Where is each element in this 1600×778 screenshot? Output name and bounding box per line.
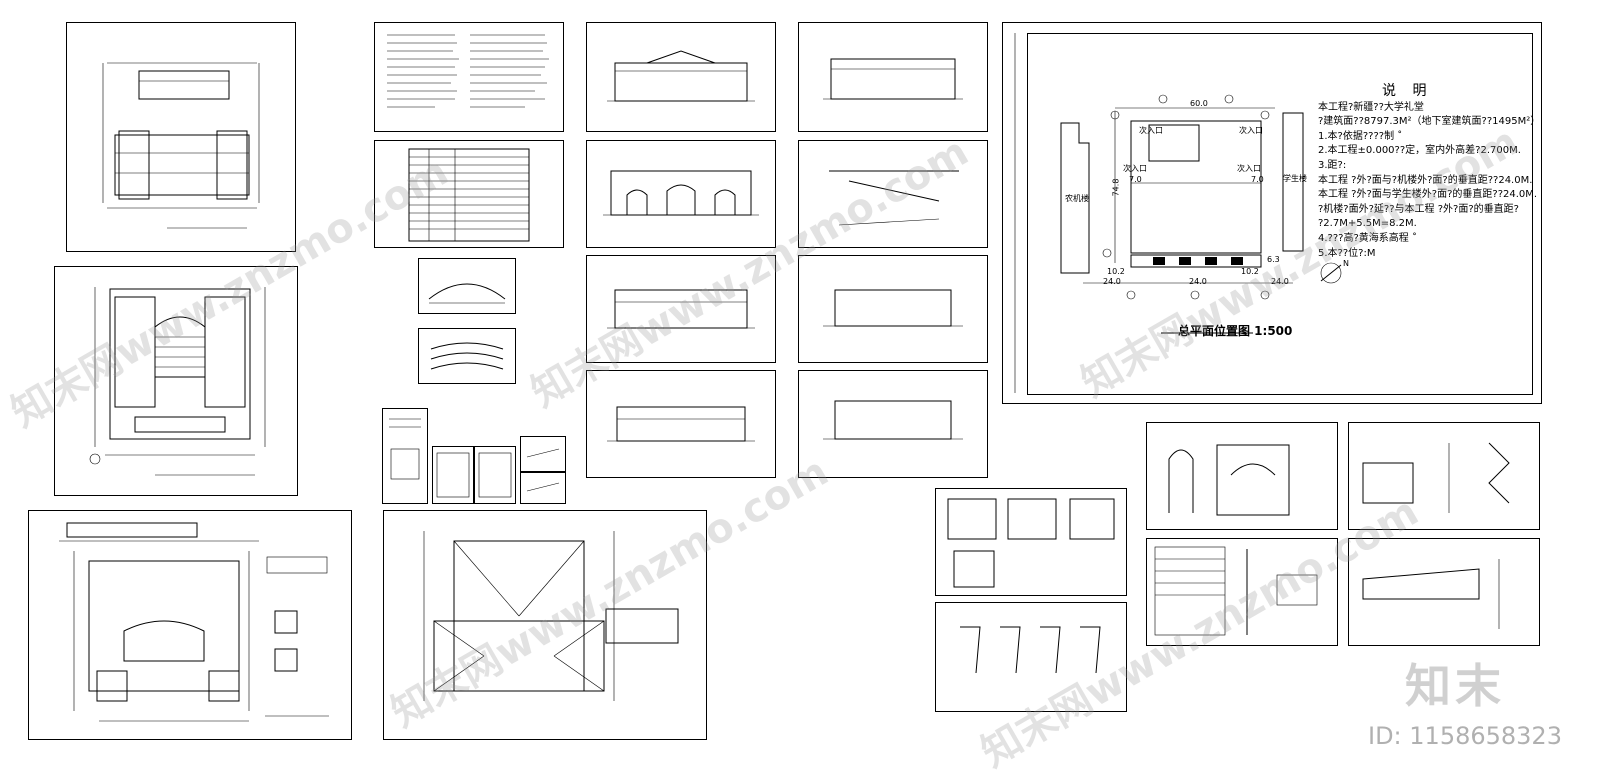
notes-line: 3.距?: bbox=[1318, 159, 1347, 171]
small-1-graphic bbox=[389, 418, 421, 480]
drawing-sheet-section-2[interactable] bbox=[798, 140, 988, 248]
roof-plan-graphic bbox=[423, 531, 679, 701]
drawing-sheet-schedule-table[interactable] bbox=[374, 140, 564, 248]
small-5-graphic bbox=[526, 482, 560, 492]
notes-line: 2.本工程±0.000??定，室内外高差?2.700M. bbox=[1318, 145, 1521, 157]
building-label-right: 学生楼 bbox=[1283, 174, 1307, 183]
drawing-sheet-design-notes[interactable] bbox=[374, 22, 564, 132]
detail-wall-graphic bbox=[1362, 442, 1510, 513]
dim-side-c: 7.0 bbox=[1251, 175, 1264, 184]
section-1-graphic bbox=[823, 58, 963, 100]
notes-line: 5.本??位?:M bbox=[1318, 247, 1376, 259]
asset-id: ID: 1158658323 bbox=[1368, 722, 1562, 750]
elevation-3-graphic bbox=[607, 289, 755, 329]
north-label: N bbox=[1343, 259, 1349, 268]
small-2-graphic bbox=[436, 452, 470, 498]
detail-windows-graphic bbox=[1168, 444, 1290, 516]
floor-plan-1-graphic bbox=[102, 62, 260, 229]
design-notes-panel: 说 明 本工程?新疆??大学礼堂 ?建筑面??8797.3M²（地下室建筑面??… bbox=[1318, 84, 1558, 261]
notes-line: 1.本?依据????制 ˚ bbox=[1318, 130, 1403, 142]
drawing-sheet-detail-b[interactable] bbox=[418, 328, 516, 384]
dim-small-a: 10.2 bbox=[1107, 267, 1125, 276]
drawing-sheet-elevation-4[interactable] bbox=[586, 370, 776, 478]
drawing-sheet-small-2[interactable] bbox=[432, 446, 474, 504]
site-plan-graphic bbox=[1014, 33, 1342, 393]
drawing-sheet-section-4[interactable] bbox=[798, 370, 988, 478]
design-notes-graphic bbox=[387, 34, 549, 108]
section-4-graphic bbox=[823, 400, 963, 440]
notes-line: 本工程 ?外?面与?机楼外?面?的垂直距??24.0M. bbox=[1318, 174, 1533, 186]
dim-bottom-right: 24.0 bbox=[1271, 277, 1289, 286]
detail-a-graphic bbox=[428, 283, 506, 304]
theater-plan-graphic bbox=[89, 287, 266, 476]
drawing-sheet-detail-windows[interactable] bbox=[1146, 422, 1338, 530]
drawing-sheet-small-1[interactable] bbox=[382, 408, 428, 504]
section-3-graphic bbox=[823, 289, 963, 327]
entrance-label-2: 次入口 bbox=[1239, 126, 1263, 135]
drawing-sheet-detail-toilets[interactable] bbox=[935, 488, 1127, 596]
site-plan-frame bbox=[1027, 33, 1533, 395]
dim-bottom-mid: 24.0 bbox=[1189, 277, 1207, 286]
drawing-sheet-ground-plan[interactable] bbox=[28, 510, 352, 740]
brand-logo: 知末 bbox=[1405, 659, 1505, 713]
drawing-sheet-elevation-2[interactable] bbox=[586, 140, 776, 248]
drawing-sheet-floor-plan-1[interactable] bbox=[66, 22, 296, 252]
drawing-sheet-roof-plan[interactable] bbox=[383, 510, 707, 740]
door-window-table-graphic bbox=[1154, 546, 1318, 636]
entrance-label-4: 次入口 bbox=[1237, 164, 1261, 173]
dim-left: 74.8 bbox=[1111, 178, 1121, 197]
notes-line: 4.???高?黄海系高程 ˚ bbox=[1318, 232, 1417, 244]
drawing-sheet-detail-a[interactable] bbox=[418, 258, 516, 314]
dim-bottom-left: 24.0 bbox=[1103, 277, 1121, 286]
schedule-table-graphic bbox=[408, 148, 530, 242]
notes-line: ?2.7M+5.5M=8.2M. bbox=[1318, 218, 1417, 230]
drawing-sheet-theater-plan[interactable] bbox=[54, 266, 298, 496]
notes-line: ?建筑面??8797.3M²（地下室建筑面??1495M²） bbox=[1318, 116, 1541, 128]
drawing-sheet-small-3[interactable] bbox=[474, 446, 516, 504]
drawing-sheet-small-5[interactable] bbox=[520, 472, 566, 504]
small-3-graphic bbox=[478, 452, 512, 498]
dim-side-b: 7.0 bbox=[1129, 175, 1142, 184]
notes-title: 说 明 bbox=[1382, 83, 1433, 99]
building-label-left: 农机楼 bbox=[1065, 194, 1089, 203]
drawing-sheet-elevation-3[interactable] bbox=[586, 255, 776, 363]
dim-small-b: 10.2 bbox=[1241, 267, 1259, 276]
drawing-sheet-detail-section[interactable] bbox=[1348, 538, 1540, 646]
elevation-2-graphic bbox=[603, 170, 759, 216]
drawing-sheet-site-plan[interactable]: 60.0 74.8 次入口 次入口 次入口 次入口 7.0 7.0 农机楼 学生… bbox=[1002, 22, 1542, 404]
ground-plan-graphic bbox=[59, 522, 329, 722]
entrance-label-1: 次入口 bbox=[1139, 126, 1163, 135]
notes-line: 本工程 ?外?面与学生楼外?面?的垂直距??24.0M. bbox=[1318, 189, 1538, 201]
notes-line: ?机楼?面外?延??与本工程 ?外?面?的垂直距? bbox=[1318, 203, 1519, 215]
small-4-graphic bbox=[526, 448, 560, 458]
elevation-4-graphic bbox=[607, 406, 755, 442]
drawing-sheet-section-3[interactable] bbox=[798, 255, 988, 363]
detail-stairs-graphic bbox=[960, 626, 1101, 674]
site-plan-title: 总平面位置图 1:500 bbox=[1178, 324, 1293, 338]
notes-line: 本工程?新疆??大学礼堂 bbox=[1318, 101, 1424, 113]
drawing-sheet-door-window-table[interactable] bbox=[1146, 538, 1338, 646]
elevation-1-graphic bbox=[607, 50, 755, 102]
detail-b-graphic bbox=[430, 342, 504, 370]
dim-top: 60.0 bbox=[1190, 99, 1208, 108]
section-2-graphic bbox=[829, 170, 959, 226]
drawing-sheet-detail-wall[interactable] bbox=[1348, 422, 1540, 530]
entrance-label-3: 次入口 bbox=[1123, 164, 1147, 173]
drawing-sheet-elevation-1[interactable] bbox=[586, 22, 776, 132]
drawing-sheet-detail-stairs[interactable] bbox=[935, 602, 1127, 712]
drawing-sheet-section-1[interactable] bbox=[798, 22, 988, 132]
detail-section-graphic bbox=[1362, 559, 1500, 629]
drawing-sheet-small-4[interactable] bbox=[520, 436, 566, 472]
detail-toilets-graphic bbox=[947, 498, 1115, 588]
dim-side-a: 6.3 bbox=[1267, 255, 1280, 264]
